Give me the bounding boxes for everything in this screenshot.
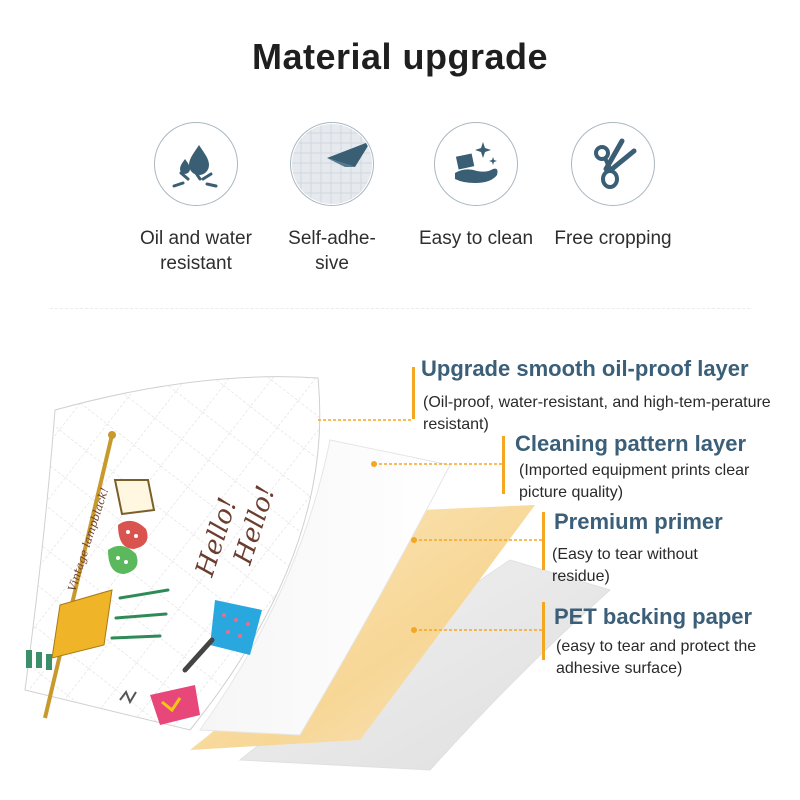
feature-free-cropping: Free cropping [528,122,698,251]
feature-label: Easy to clean [418,228,534,249]
layer-title-pet: PET backing paper [554,604,753,629]
section-divider [50,308,750,309]
layer-title-oil-proof: Upgrade smooth oil-proof layer [421,356,749,381]
feature-icon-circle [434,122,518,206]
layer-desc-pattern: (Imported equipment prints clear picture… [519,462,750,501]
layer-desc-primer: (Easy to tear without residue) [552,546,698,585]
feature-icon-circle [154,122,238,206]
feature-label: Oil and water resistant [140,228,252,274]
layer-title-primer: Premium primer [554,509,723,534]
cleaning-hand-icon [455,142,498,183]
feature-icon-circle [290,122,374,206]
feature-easy-clean: Easy to clean [391,122,561,251]
feature-label: Self-adhe-sive [288,228,376,274]
layers-illustration: Hello! Hello! Vintage lampblack! [24,367,612,771]
feature-label: Free cropping [554,228,672,249]
layer-title-pattern: Cleaning pattern layer [515,431,747,456]
feature-self-adhesive: Self-adhe-sive [247,122,417,276]
scissors-icon [594,138,637,189]
oil-proof-sheet [199,439,451,736]
adhesive-peel-icon [292,124,372,204]
feature-oil-water: Oil and water resistant [111,122,281,276]
water-drop-icon [172,145,218,188]
layer-desc-pet: (easy to tear and protect the adhesive s… [556,638,757,677]
feature-icon-circle [571,122,655,206]
page-title: Material upgrade [251,36,549,77]
layer-desc-oil-proof: (Oil-proof, water-resistant, and high-te… [423,394,771,433]
